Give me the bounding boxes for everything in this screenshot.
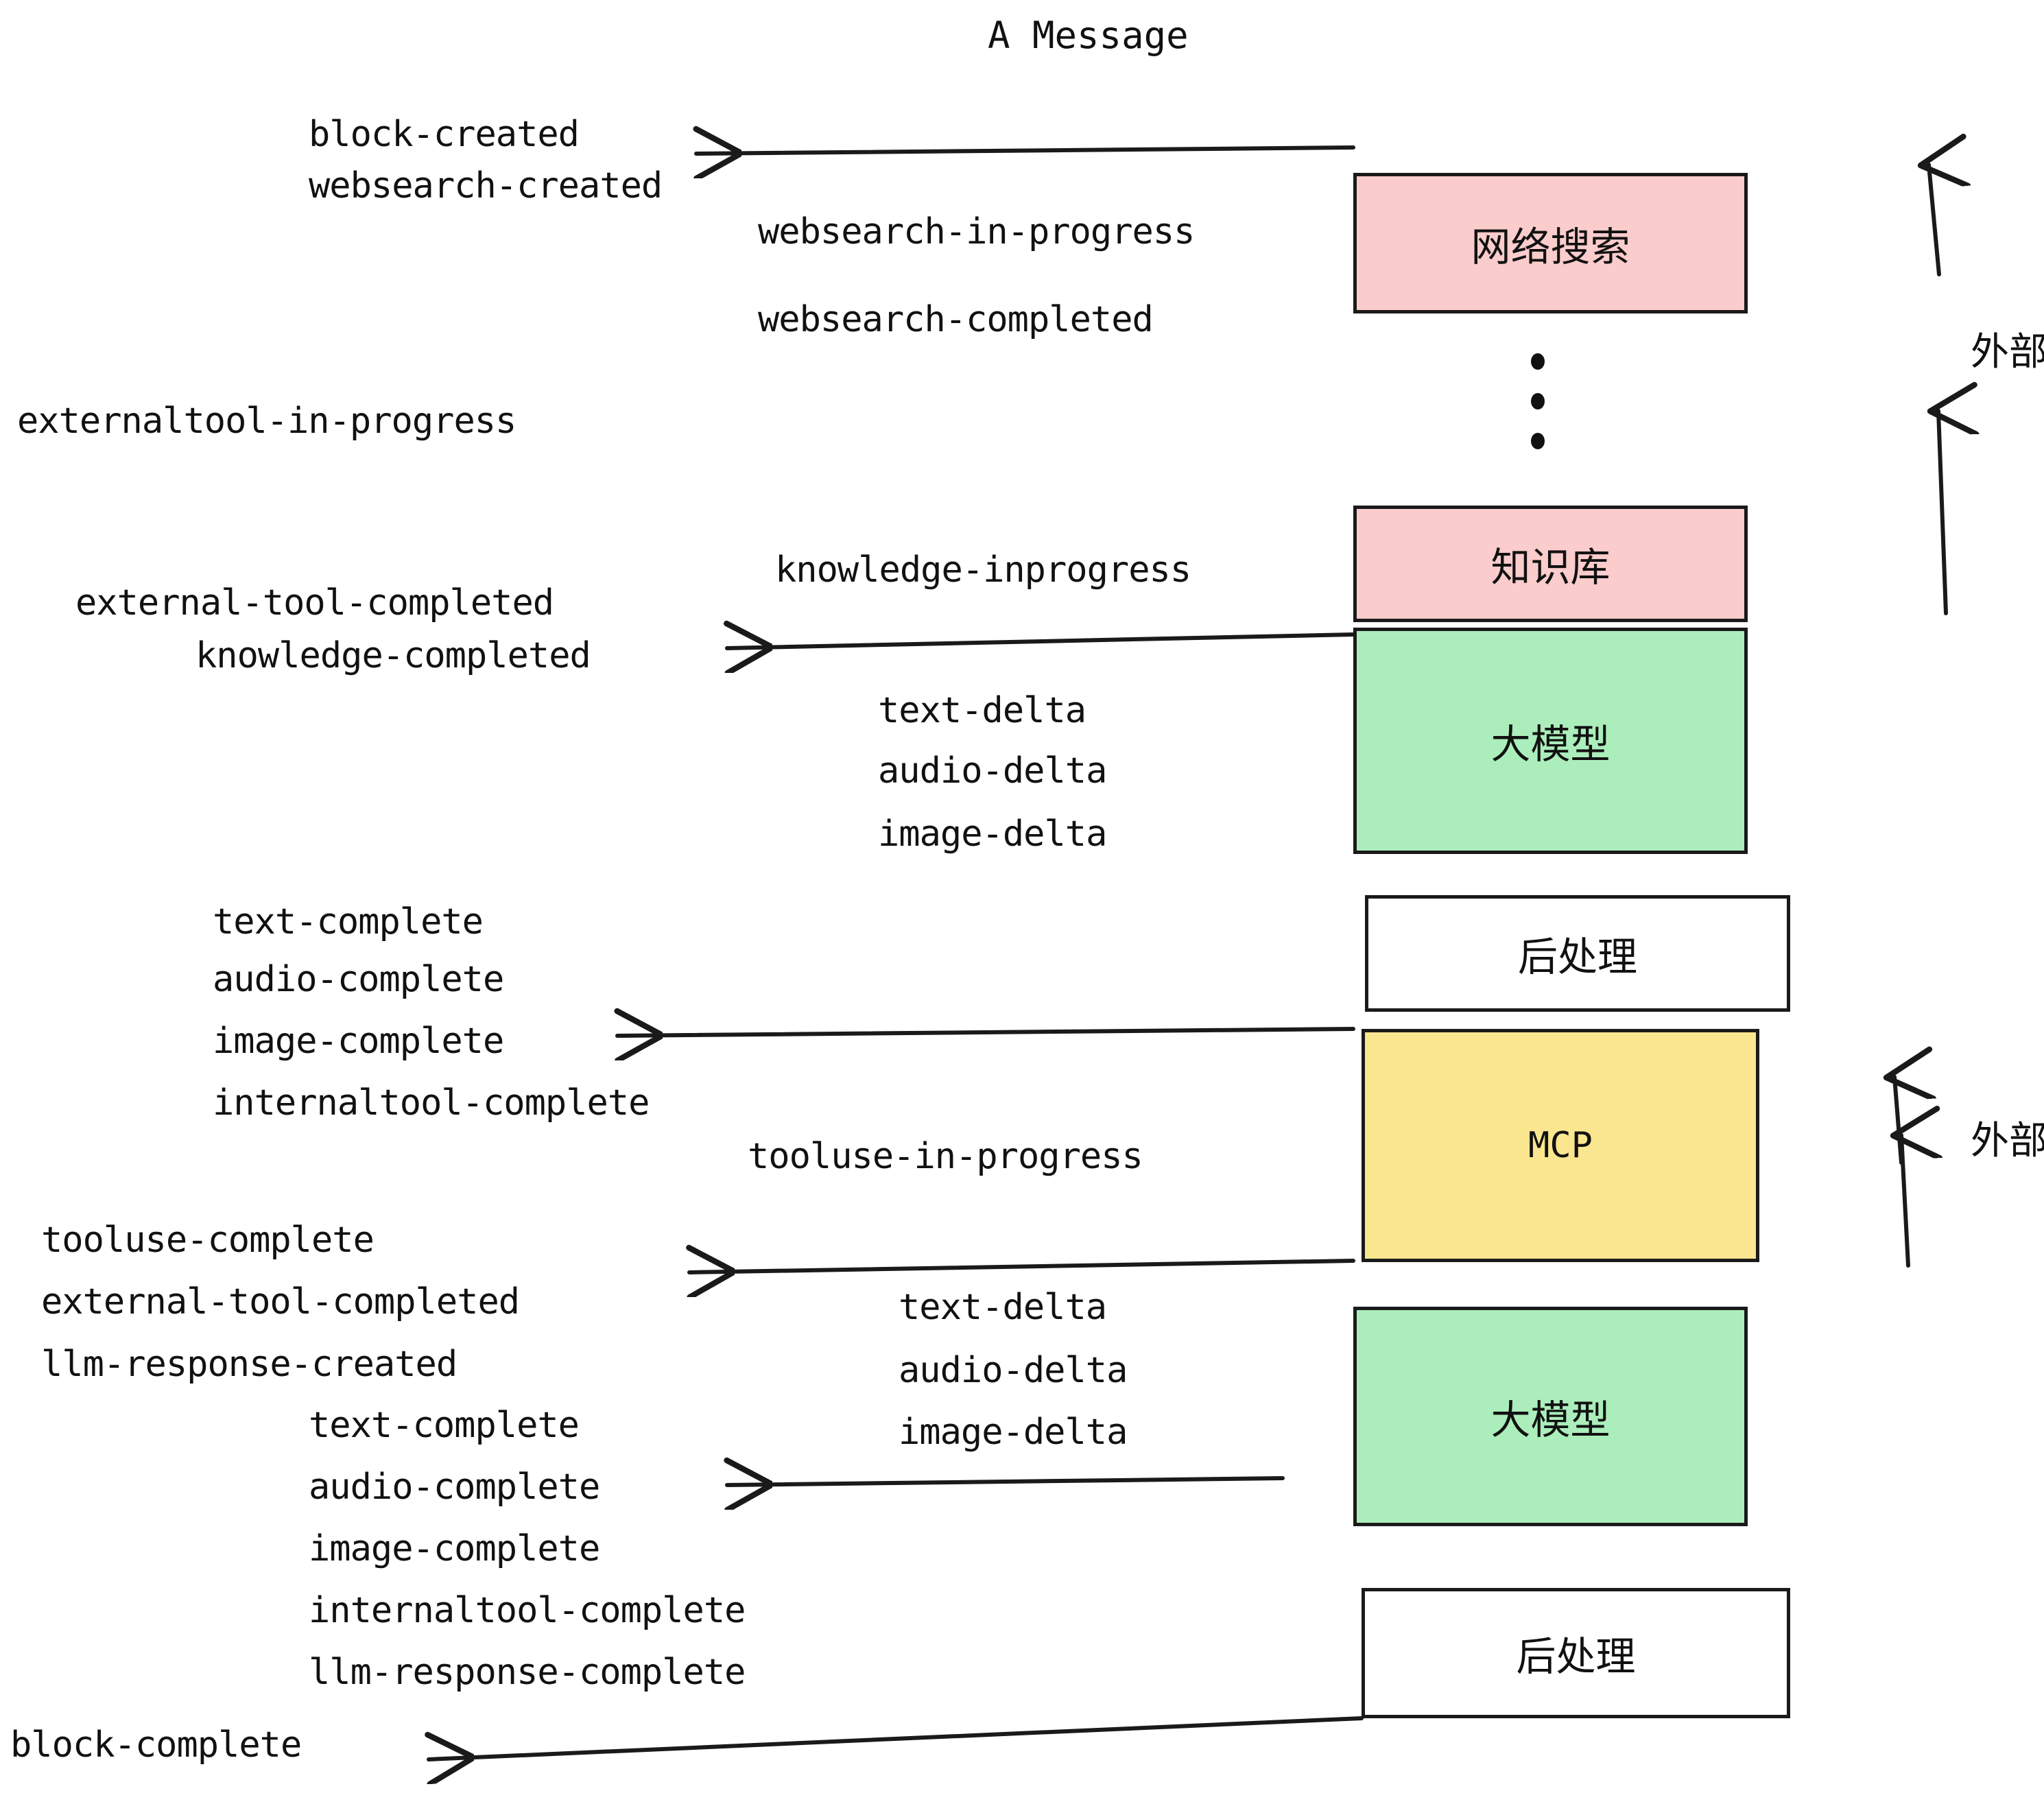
node-websearch-label: 网络搜索: [1471, 223, 1630, 270]
arrow-tooluse-complete: [689, 1261, 1355, 1272]
event-image-complete-1: image-complete: [213, 1021, 504, 1062]
event-text-complete-1: text-complete: [213, 901, 484, 942]
event-llm-response-complete: llm-response-complete: [309, 1652, 746, 1693]
event-image-delta-1: image-delta: [878, 814, 1107, 855]
event-image-complete-2: image-complete: [309, 1528, 600, 1569]
ellipsis-dot: [1531, 393, 1545, 410]
node-postprocess-1[interactable]: 后处理: [1365, 895, 1790, 1012]
node-postprocess-1-label: 后处理: [1517, 934, 1637, 980]
ellipsis-dot: [1531, 353, 1545, 370]
arrow-image-complete: [617, 1029, 1355, 1036]
event-audio-delta-2: audio-delta: [899, 1350, 1128, 1391]
arrow-block-complete: [429, 1716, 1364, 1759]
event-text-delta-1: text-delta: [878, 690, 1086, 731]
event-tooluse-in-progress: tooluse-in-progress: [748, 1136, 1143, 1177]
node-postprocess-2[interactable]: 后处理: [1362, 1588, 1790, 1718]
event-text-complete-2: text-complete: [309, 1405, 580, 1446]
event-websearch-in-progress: websearch-in-progress: [758, 211, 1195, 252]
event-llm-response-created: llm-response-created: [41, 1344, 457, 1385]
event-external-tool-completed-2: external-tool-completed: [41, 1281, 520, 1322]
node-knowledge-label: 知识库: [1490, 544, 1611, 591]
node-postprocess-2-label: 后处理: [1516, 1633, 1636, 1680]
event-audio-delta-1: audio-delta: [878, 750, 1107, 792]
event-websearch-created: websearch-created: [309, 165, 663, 206]
external-tools-label-bottom: 外部工具: [1971, 1119, 2044, 1163]
node-llm-2-label: 大模型: [1490, 1397, 1611, 1443]
external-tools-arrow-bottom-down: [1901, 1135, 1908, 1268]
node-mcp[interactable]: MCP: [1362, 1029, 1759, 1262]
node-llm-1-label: 大模型: [1490, 721, 1611, 768]
node-llm-1[interactable]: 大模型: [1353, 628, 1748, 854]
arrow-audio-complete: [727, 1478, 1285, 1485]
node-websearch[interactable]: 网络搜索: [1353, 173, 1748, 313]
arrow-knowledge-completed: [727, 634, 1355, 648]
node-llm-2[interactable]: 大模型: [1353, 1307, 1748, 1526]
event-block-complete: block-complete: [10, 1724, 302, 1766]
page-title: A Message: [988, 14, 1189, 57]
event-text-delta-2: text-delta: [899, 1287, 1107, 1328]
event-websearch-completed: websearch-completed: [758, 299, 1154, 340]
event-block-created: block-created: [309, 114, 580, 155]
event-audio-complete-1: audio-complete: [213, 959, 504, 1000]
event-internaltool-complete-2: internaltool-complete: [309, 1590, 746, 1631]
vertical-ellipsis: [1530, 353, 1546, 449]
event-image-delta-2: image-delta: [899, 1412, 1128, 1453]
event-knowledge-completed: knowledge-completed: [195, 635, 591, 676]
external-tools-label-top: 外部工具: [1971, 330, 2044, 375]
event-tooluse-complete: tooluse-complete: [41, 1220, 375, 1261]
event-externaltool-in-progress: externaltool-in-progress: [17, 401, 516, 442]
external-tools-arrow-top-up: [1929, 165, 1939, 276]
event-audio-complete-2: audio-complete: [309, 1467, 600, 1508]
ellipsis-dot: [1531, 433, 1545, 449]
arrow-block-created: [696, 147, 1355, 154]
external-tools-arrow-top-down: [1938, 411, 1946, 615]
event-external-tool-completed-1: external-tool-completed: [75, 582, 554, 624]
event-internaltool-complete-1: internaltool-complete: [213, 1082, 650, 1124]
node-mcp-label: MCP: [1528, 1125, 1593, 1166]
event-knowledge-inprogress: knowledge-inprogress: [775, 549, 1191, 591]
node-knowledge[interactable]: 知识库: [1353, 506, 1748, 622]
